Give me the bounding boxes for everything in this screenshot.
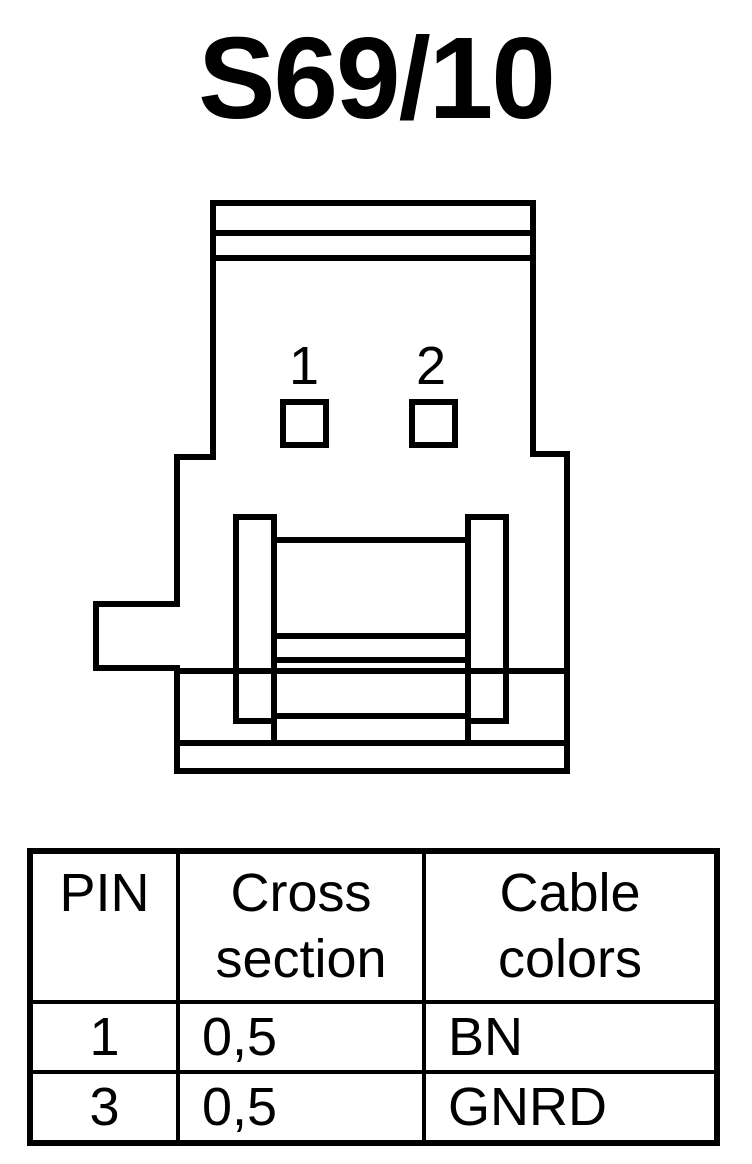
left-cable-post: [233, 514, 277, 724]
table-header-row: PIN Cross section Cable colors: [28, 849, 719, 1004]
row-cable-color: BN: [422, 1000, 719, 1074]
header-cable-colors-line1: Cable: [499, 863, 641, 923]
pin-2-contact: [409, 399, 458, 448]
header-cable-colors: Cable colors: [422, 849, 719, 1004]
diagram-title: S69/10: [198, 13, 556, 143]
pin-label-1: 1: [289, 336, 319, 396]
header-pin: PIN: [28, 849, 180, 1004]
header-cable-colors-line2: colors: [497, 929, 643, 989]
row-cross-section: 0,5: [176, 1000, 426, 1074]
header-cross-section: Cross section: [176, 849, 426, 1004]
header-cross-section-line1: Cross: [230, 863, 372, 923]
row-pin: 3: [28, 1070, 180, 1145]
table-row: 1 0,5 BN: [28, 1000, 719, 1074]
connector-drawing: 1 2: [93, 200, 570, 774]
row-cable-color: GNRD: [422, 1070, 719, 1145]
row-pin: 1: [28, 1000, 180, 1074]
table-row: 3 0,5 GNRD: [28, 1070, 719, 1145]
header-pin-line1: PIN: [59, 863, 150, 923]
header-cross-section-line2: section: [215, 929, 387, 989]
connector-housing-outline: [93, 200, 570, 774]
pin-table: PIN Cross section Cable colors 1 0,5 BN …: [27, 848, 720, 1146]
pin-1-contact: [280, 399, 329, 448]
pin-label-2: 2: [416, 336, 446, 396]
right-cable-post: [465, 514, 509, 724]
row-cross-section: 0,5: [176, 1070, 426, 1145]
